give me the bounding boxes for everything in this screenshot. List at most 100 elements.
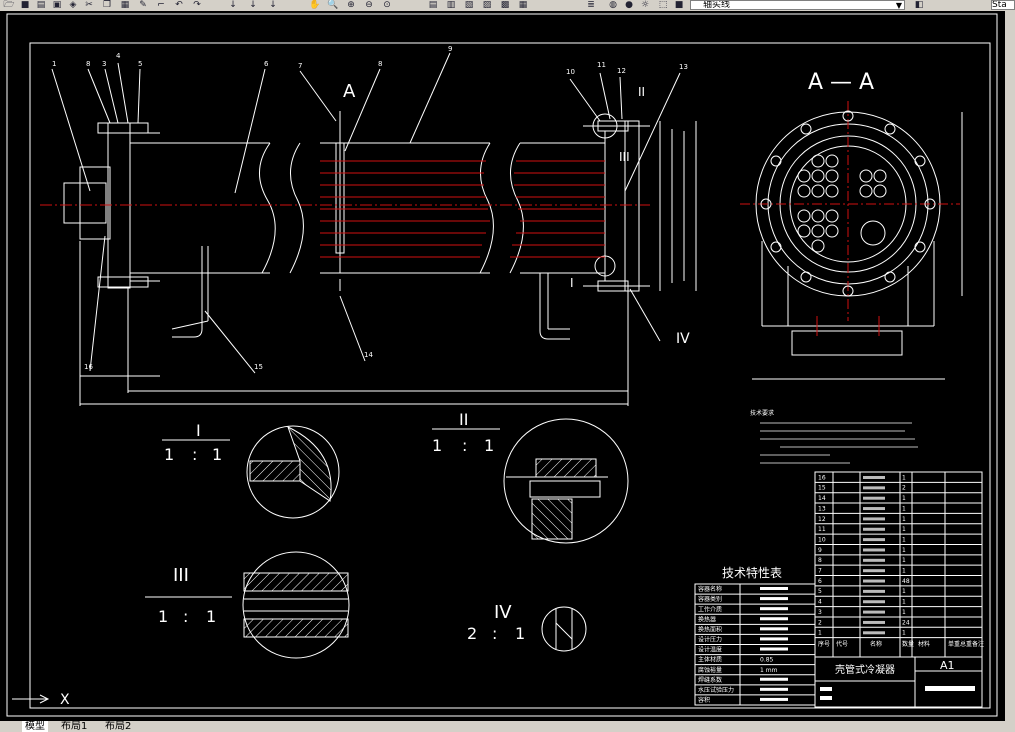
sun-icon[interactable]: ☼	[640, 0, 650, 10]
tech-row-label: 水压试验压力	[698, 686, 734, 694]
copy-icon[interactable]: ❐	[102, 0, 112, 10]
parts-row-name-bar	[863, 579, 885, 583]
heat-exchanger-tubes	[320, 160, 605, 258]
style-dropdown[interactable]: Sta	[991, 0, 1015, 10]
brush-icon[interactable]: ⌐	[157, 0, 165, 10]
pan-icon[interactable]: ✋	[309, 0, 321, 10]
properties-icon[interactable]: ▤	[428, 0, 438, 10]
sheet-inner-border	[29, 42, 991, 709]
parts-row-name-bar	[863, 610, 885, 614]
parts-row-number: 4	[818, 599, 822, 606]
markup-icon[interactable]: ▩	[500, 0, 510, 10]
lightbulb-icon[interactable]: ●	[625, 0, 633, 10]
parts-row-qty: 1	[902, 557, 906, 564]
drawing-canvas[interactable]: 1 8 3 4 5 6 7 8 9 10 11 12 13 14 15 16 A…	[0, 11, 1005, 721]
redo-icon[interactable]: ↷	[193, 0, 201, 10]
callout-1: 1	[52, 60, 56, 68]
tech-row-label: 换热器	[698, 615, 716, 623]
tech-table-title: 技术特性表	[722, 565, 782, 580]
color-swatch-icon[interactable]: ■	[674, 0, 684, 10]
zoom-realtime-icon[interactable]: 🔍	[327, 0, 339, 10]
svg-text:X: X	[60, 692, 70, 708]
vertical-scrollbar[interactable]	[1005, 11, 1015, 721]
save-icon[interactable]: ■	[20, 0, 30, 10]
preview-icon[interactable]: ▣	[52, 0, 62, 10]
parts-row-name-bar	[863, 600, 885, 604]
sheet-set-icon[interactable]: ▨	[482, 0, 492, 10]
tech-row-value-bar	[760, 597, 788, 601]
tech-row-label: 焊缝系数	[698, 676, 722, 684]
parts-row-number: 12	[818, 516, 826, 523]
parts-row-number: 9	[818, 547, 822, 554]
parts-row-name-bar	[863, 620, 885, 624]
tech-row-value: 0.85	[760, 657, 774, 664]
svg-text:IV: IV	[494, 602, 512, 623]
cut-icon[interactable]: ✂	[85, 0, 93, 10]
callout-4: 4	[116, 52, 121, 60]
tab-layout2[interactable]: 布局2	[105, 721, 132, 732]
parts-header-cell: 材料	[918, 640, 930, 648]
tech-row-label: 工作介质	[698, 605, 722, 613]
zoom-extents-icon[interactable]: ⊙	[383, 0, 391, 10]
svg-text:1: 1	[164, 445, 174, 464]
section-title: A — A	[808, 70, 874, 95]
parts-row-number: 16	[818, 474, 826, 481]
tab-layout1[interactable]: 布局1	[61, 721, 88, 732]
layer-dropdown[interactable]: 轴实线 ▼	[690, 0, 905, 10]
svg-text::: :	[192, 445, 197, 464]
lock-icon[interactable]: ⬚	[658, 0, 668, 10]
undo-arrow-icon[interactable]: ↓	[229, 0, 237, 10]
undo-icon[interactable]: ↶	[175, 0, 183, 10]
callout-15: 15	[254, 363, 263, 371]
layer-manager-icon[interactable]: ≣	[587, 0, 595, 10]
layer-state-icon[interactable]: ◍	[609, 0, 617, 10]
layer-previous-icon[interactable]: ◧	[914, 0, 924, 10]
callout-14: 14	[364, 351, 373, 359]
tech-characteristics-table: 技术特性表 容器名称容器类别工作介质换热器换热面积设计压力设计温度主体材质腐蚀裕…	[694, 565, 816, 706]
parts-row-qty: 1	[902, 609, 906, 616]
parts-header-cell: 数量	[902, 640, 914, 648]
parts-header-cell: 名称	[870, 640, 882, 648]
layer-dropdown-value: 轴实线	[703, 0, 731, 10]
print-icon[interactable]: ▤	[36, 0, 46, 10]
tech-row-label: 腐蚀裕量	[698, 666, 722, 674]
tech-row-value-bar	[760, 677, 788, 681]
callout-12: 12	[617, 67, 626, 75]
tech-row-value-bar	[760, 627, 788, 631]
parts-row-qty: 1	[902, 536, 906, 543]
parts-row-number: 3	[818, 609, 822, 616]
tab-model[interactable]: 模型	[22, 721, 48, 732]
zoom-previous-icon[interactable]: ⊖	[365, 0, 373, 10]
callout-3: 3	[102, 60, 106, 68]
callout-9: 9	[448, 45, 452, 53]
tool-palette-icon[interactable]: ▧	[464, 0, 474, 10]
svg-text:2: 2	[467, 624, 477, 643]
calculator-icon[interactable]: ▦	[518, 0, 528, 10]
match-properties-icon[interactable]: ✎	[139, 0, 147, 10]
parts-row-number: 5	[818, 588, 822, 595]
paste-icon[interactable]: ▦	[120, 0, 130, 10]
parts-row-name-bar	[863, 558, 885, 562]
open-icon[interactable]: 🗁	[3, 0, 15, 10]
tech-row-label: 容积	[698, 696, 710, 704]
publish-icon[interactable]: ◈	[69, 0, 77, 10]
zoom-window-icon[interactable]: ⊕	[347, 0, 355, 10]
tech-row-label: 设计压力	[698, 636, 722, 644]
parts-row-name-bar	[863, 517, 885, 521]
design-center-icon[interactable]: ▥	[446, 0, 456, 10]
parts-row-qty: 2	[902, 485, 906, 492]
redo-arrow-icon[interactable]: ↓	[249, 0, 257, 10]
callout-11: 11	[597, 61, 606, 69]
tech-row-value-bar	[760, 697, 788, 701]
tech-row-value: 1 mm	[760, 667, 778, 674]
tech-row-value-bar	[760, 647, 788, 651]
parts-header-cell: 总重	[960, 640, 972, 648]
tech-row-label: 容器名称	[698, 585, 722, 593]
layout-tabs: 模型 布局1 布局2	[0, 721, 1015, 732]
parts-row-name-bar	[863, 589, 885, 593]
svg-text:技术要求: 技术要求	[750, 409, 774, 417]
tech-row-label: 设计温度	[698, 646, 722, 654]
detail-II-label: II	[459, 410, 468, 429]
main-toolbar: 🗁 ■ ▤ ▣ ◈ ✂ ❐ ▦ ✎ ⌐ ↶ ↷ ↓ ↓ ↓ ✋ 🔍 ⊕ ⊖ ⊙ …	[0, 0, 1015, 11]
